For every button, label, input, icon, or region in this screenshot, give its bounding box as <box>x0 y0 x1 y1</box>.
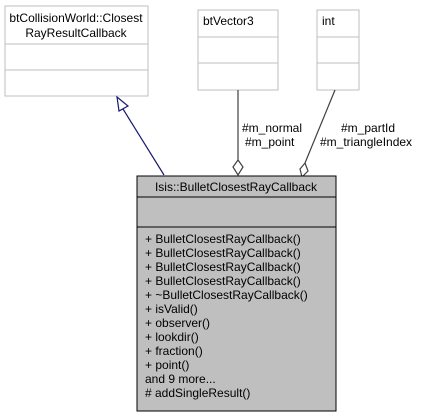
int-edge-label-1: #m_partId <box>341 121 395 135</box>
vector-composition-edge <box>232 90 244 177</box>
vector-composition-diamond <box>232 158 244 177</box>
inheritance-edge <box>116 95 165 176</box>
base-class-name-line-1: btCollisionWorld::Closest <box>9 11 143 25</box>
method-item: + BulletClosestRayCallback() <box>145 260 301 274</box>
int-composition-edge <box>299 89 336 179</box>
more-methods-note: and 9 more... <box>145 372 216 386</box>
vector-edge-label-1: #m_normal <box>242 121 302 135</box>
main-class-box[interactable]: Isis::BulletClosestRayCallback + BulletC… <box>136 175 337 412</box>
vector-class-name: btVector3 <box>203 14 254 28</box>
int-class-name: int <box>322 14 335 28</box>
base-class-box[interactable]: btCollisionWorld::Closest RayResultCallb… <box>4 5 149 97</box>
int-composition-diamond <box>299 161 309 179</box>
method-item: + fraction() <box>145 344 203 358</box>
vector-edge-label-2: #m_point <box>245 135 295 149</box>
protected-method-item: # addSingleResult() <box>145 386 250 400</box>
method-item: + ~BulletClosestRayCallback() <box>145 288 308 302</box>
method-item: + isValid() <box>145 302 198 316</box>
method-item: + BulletClosestRayCallback() <box>145 274 301 288</box>
method-item: + BulletClosestRayCallback() <box>145 232 301 246</box>
method-item: + observer() <box>145 316 210 330</box>
int-class-box[interactable]: int <box>316 9 360 91</box>
method-item: + lookdir() <box>145 330 199 344</box>
method-item: + point() <box>145 358 189 372</box>
inheritance-arrowhead <box>116 95 130 112</box>
base-class-name-line-2: RayResultCallback <box>25 26 127 40</box>
method-item: + BulletClosestRayCallback() <box>145 246 301 260</box>
int-edge-label-2: #m_triangleIndex <box>320 135 412 149</box>
main-class-name: Isis::BulletClosestRayCallback <box>155 180 318 194</box>
vector-class-box[interactable]: btVector3 <box>197 9 279 91</box>
